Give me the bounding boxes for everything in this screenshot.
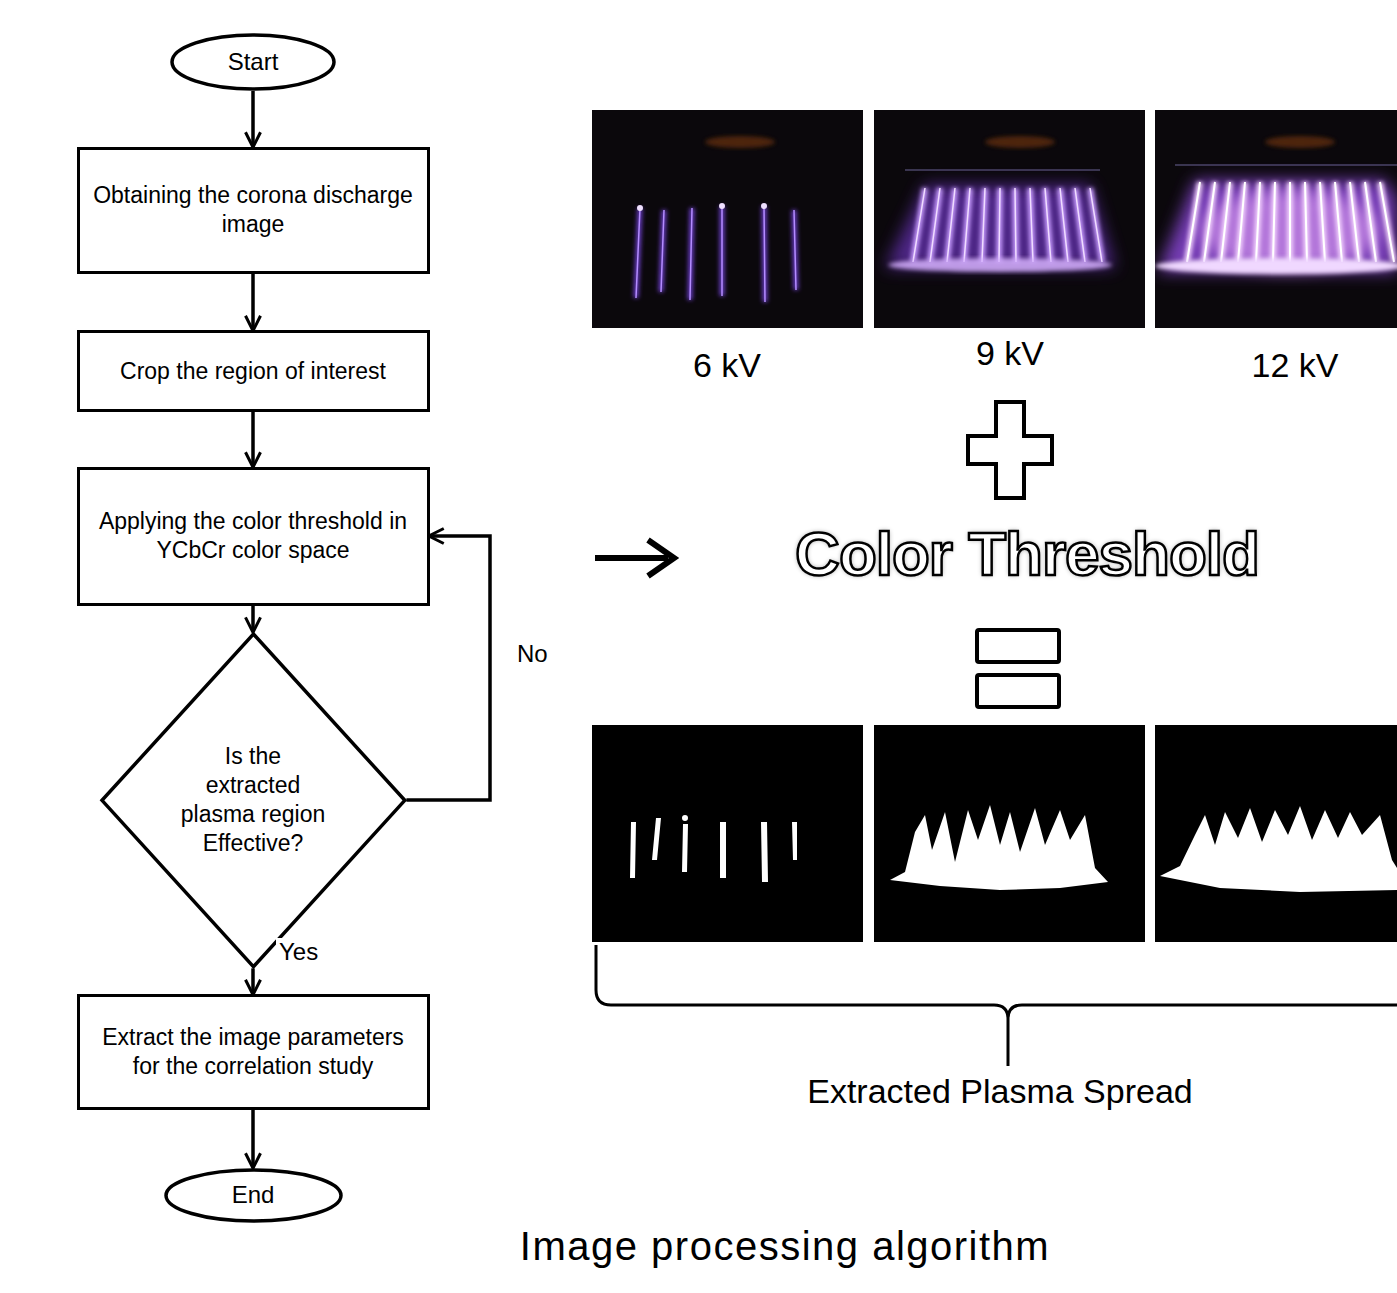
voltage-label-holder: 6 kV <box>617 346 837 385</box>
electrode-glint <box>705 136 775 148</box>
node-text: Crop the region of interest <box>91 357 416 386</box>
flow-arrow <box>251 274 255 331</box>
terminal-ellipse: Start <box>170 33 336 91</box>
node-text-group: Is the extracted plasma region Effective… <box>175 742 331 857</box>
photo-ground <box>874 110 1145 328</box>
flow-arrow <box>251 91 255 147</box>
voltage-label: 6 kV <box>617 346 837 385</box>
process-box: Crop the region of interest <box>77 330 430 412</box>
plasma-base <box>1155 258 1397 274</box>
node-text: Is the extracted plasma region Effective… <box>175 742 331 857</box>
mask-image <box>874 725 1145 942</box>
electrode-glint <box>1265 136 1335 148</box>
node-text: Extract the image parameters for the cor… <box>91 1023 416 1081</box>
equals-symbol <box>977 630 1059 662</box>
edge-label-holder: No <box>514 640 551 668</box>
node-text: Start <box>193 47 313 77</box>
figure-caption: Image processing algorithm <box>435 1224 1135 1269</box>
process-box: Obtaining the corona discharge image <box>77 147 430 274</box>
voltage-label: 9 kV <box>900 334 1120 373</box>
corona-streak <box>636 206 796 302</box>
corona-streak <box>1187 182 1394 262</box>
plasma-glow <box>885 185 1115 268</box>
output-label: Extracted Plasma Spread <box>700 1072 1300 1111</box>
node-text-group: Crop the region of interest <box>91 357 416 386</box>
node-text-group: Obtaining the corona discharge image <box>91 181 416 239</box>
node-text-group: Start <box>193 47 313 77</box>
terminal-outline <box>166 1170 341 1221</box>
arrow-symbol <box>595 540 674 576</box>
flow-arrow <box>251 1110 255 1168</box>
node-text: Applying the color threshold in YCbCr co… <box>91 507 416 565</box>
plasma-mask <box>1160 806 1397 892</box>
output-label-holder: Extracted Plasma Spread <box>700 1072 1300 1111</box>
discharge-photo <box>1155 110 1397 328</box>
edge-label-holder: Yes <box>276 938 321 966</box>
electrode-glint <box>985 136 1055 148</box>
caption-holder: Image processing algorithm <box>435 1224 1135 1269</box>
terminal-outline <box>172 35 334 89</box>
decision-diamond-outline <box>100 632 407 969</box>
electrode-bar <box>905 169 1100 171</box>
voltage-label: 12 kV <box>1200 346 1390 385</box>
node-text-group: Applying the color threshold in YCbCr co… <box>91 507 416 565</box>
corona-streak <box>913 188 1102 262</box>
plasma-mask <box>890 805 1108 890</box>
corona-streak <box>913 188 1102 262</box>
node-text-group: Extract the image parameters for the cor… <box>91 1023 416 1081</box>
corona-streak <box>636 206 796 302</box>
operation-title: Color Threshold <box>677 518 1377 589</box>
process-box: Applying the color threshold in YCbCr co… <box>77 467 430 606</box>
flow-arrow <box>251 606 255 632</box>
flow-arrow <box>251 412 255 467</box>
edge-label: Yes <box>276 938 321 966</box>
edge-label: No <box>514 640 551 668</box>
photo-ground <box>1155 110 1397 328</box>
plasma-base <box>888 258 1112 272</box>
node-text: Obtaining the corona discharge image <box>91 181 416 239</box>
decision-outline <box>102 634 405 967</box>
flow-arrow <box>251 968 255 994</box>
electrode-bar <box>1175 164 1397 166</box>
node-text-group: End <box>188 1180 318 1210</box>
discharge-photo <box>592 110 863 328</box>
terminal-ellipse: End <box>164 1168 343 1223</box>
equals-symbol <box>977 675 1059 707</box>
needle-tip <box>637 203 767 211</box>
mask-image <box>1155 725 1397 942</box>
plasma-mask <box>630 815 797 882</box>
corona-streak <box>1187 182 1394 262</box>
mask-image <box>592 725 863 942</box>
curly-bracket <box>596 945 1397 1066</box>
process-box: Extract the image parameters for the cor… <box>77 994 430 1110</box>
decision-diamond: Is the extracted plasma region Effective… <box>100 632 407 969</box>
node-text: End <box>188 1180 318 1210</box>
discharge-photo <box>874 110 1145 328</box>
photo-ground <box>592 110 863 328</box>
plus-symbol <box>968 402 1052 498</box>
voltage-label-holder: 12 kV <box>1200 346 1390 385</box>
operation-title-holder: Color Threshold <box>677 518 1377 589</box>
voltage-label-holder: 9 kV <box>900 334 1120 373</box>
